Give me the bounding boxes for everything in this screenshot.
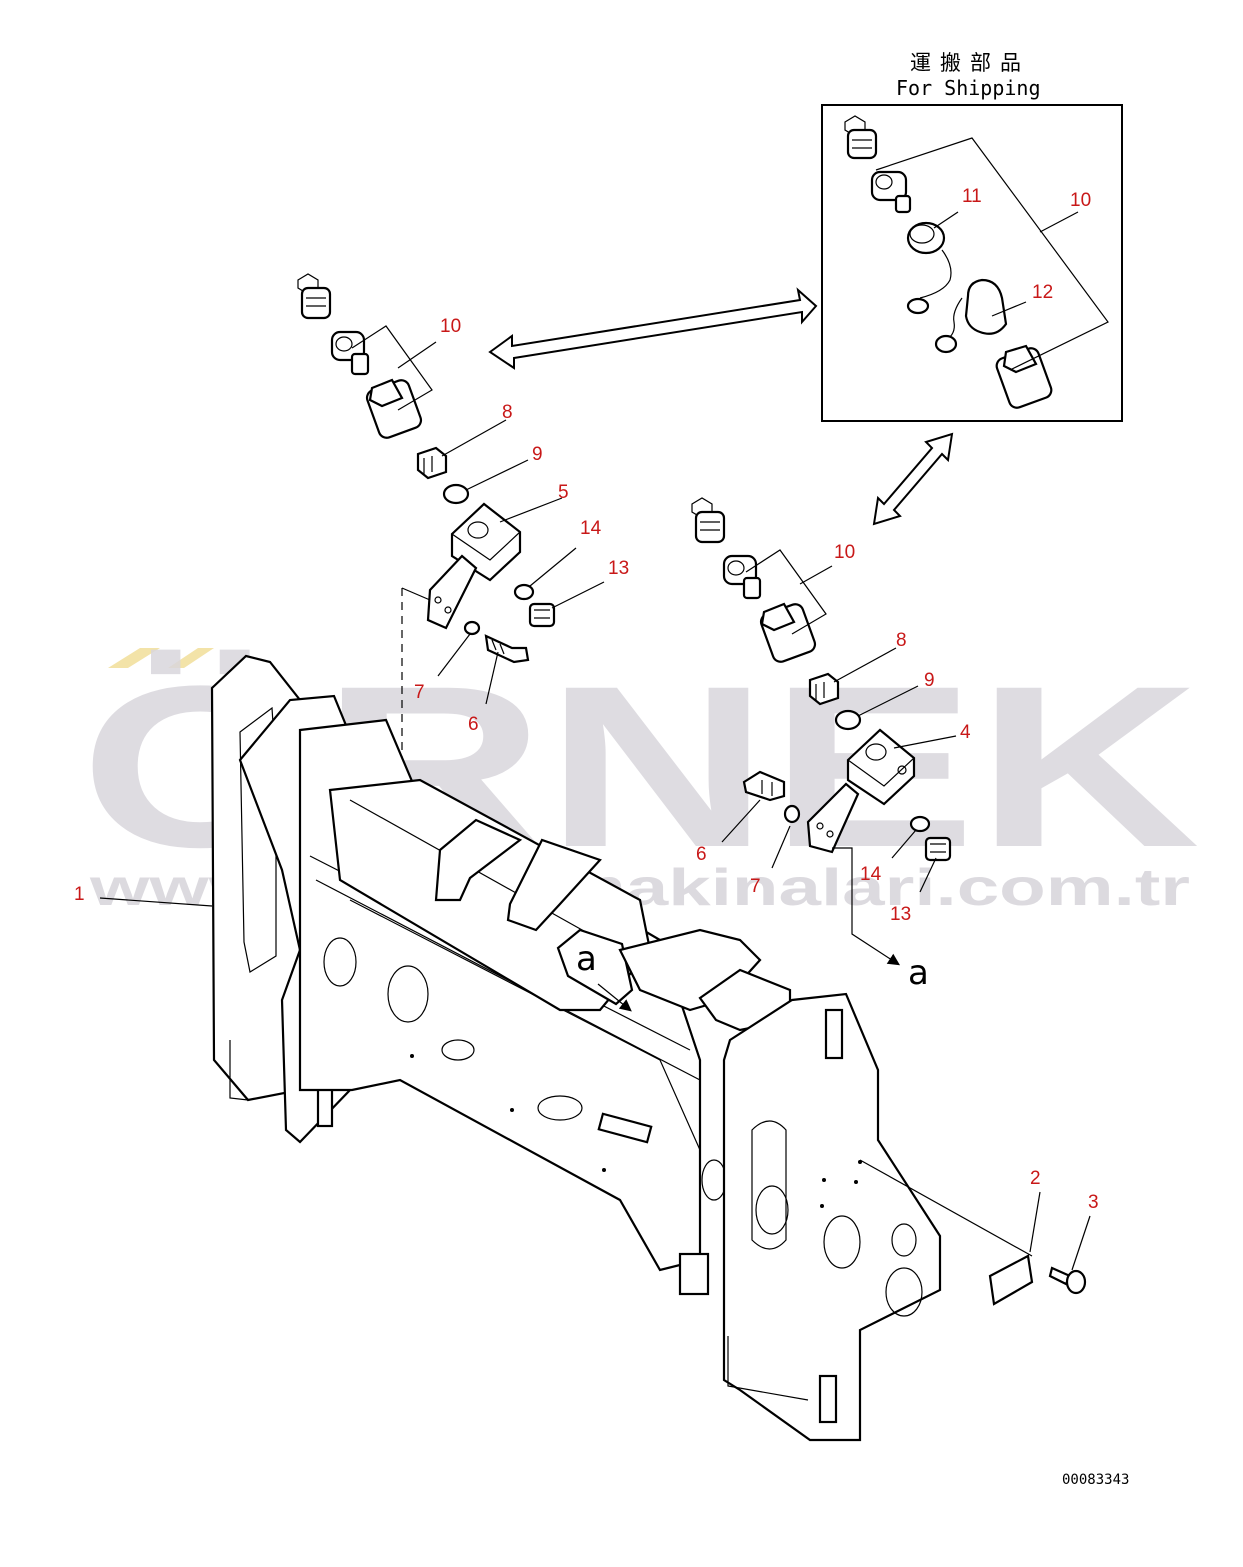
view-label-a-frame: a	[576, 939, 597, 979]
callout-2: 2	[1030, 1168, 1041, 1189]
callout-14-left: 14	[580, 518, 602, 539]
quick-coupler-frame	[210, 654, 942, 1442]
plug-left	[528, 602, 556, 628]
callout-10-box: 10	[1070, 190, 1091, 211]
quick-coupler-shipping	[870, 170, 912, 214]
callout-10-right: 10	[834, 542, 855, 563]
callout-1: 1	[74, 884, 85, 905]
bolt-left	[484, 634, 530, 664]
double-arrow-lower	[872, 432, 954, 526]
grease-nipple-right	[691, 497, 726, 544]
callout-6-left: 6	[468, 714, 479, 735]
callout-labels: 10 11 12 10 8 9 5 14 13 7 6 10 8 9 4 6 7…	[74, 186, 1099, 1213]
nameplate	[859, 1159, 1034, 1306]
adapter-left	[416, 446, 448, 480]
female-coupler-shipping	[995, 344, 1053, 409]
callout-5: 5	[558, 482, 569, 503]
callout-8-right: 8	[896, 630, 907, 651]
view-label-a-arrow: a	[908, 953, 929, 993]
callout-12: 12	[1032, 282, 1053, 303]
drawing-number: 00083343	[1062, 1472, 1129, 1488]
callout-11: 11	[962, 186, 982, 207]
callout-13-left: 13	[608, 558, 629, 579]
bolt-right	[742, 770, 786, 802]
shipping-box-frame	[821, 104, 1123, 422]
female-coupler-right	[759, 602, 817, 663]
callout-3: 3	[1088, 1192, 1099, 1213]
grease-nipple-left	[297, 273, 332, 320]
callout-7-left: 7	[414, 682, 425, 703]
plug-right	[924, 836, 952, 862]
watermark-accent-right	[168, 648, 214, 668]
female-coupler-left	[365, 378, 423, 439]
coupler-assembly-left	[297, 273, 605, 880]
callout-9-left: 9	[532, 444, 543, 465]
callout-6-right: 6	[696, 844, 707, 865]
double-arrow-upper	[488, 287, 818, 370]
grease-nipple-shipping	[844, 115, 878, 160]
callout-13-right: 13	[890, 904, 911, 925]
callout-9-right: 9	[924, 670, 935, 691]
shipping-title-en: For Shipping	[896, 76, 1041, 100]
male-coupler-left	[330, 330, 370, 376]
dust-cap-shipping	[906, 221, 952, 315]
callout-10-left: 10	[440, 316, 461, 337]
callout-7-right: 7	[750, 876, 761, 897]
callout-4: 4	[960, 722, 971, 743]
male-coupler-right	[722, 554, 762, 600]
shipping-title-jp: 運搬部品	[910, 51, 1030, 75]
valve-block-left	[426, 502, 522, 630]
plug-cap-shipping	[934, 278, 1008, 354]
callout-8-left: 8	[502, 402, 513, 423]
watermark-accent-left	[108, 648, 160, 668]
callout-14-right: 14	[860, 864, 882, 885]
rivet	[1048, 1266, 1087, 1295]
shipping-parts-group: 運搬部品 For Shipping	[821, 51, 1123, 422]
adapter-right	[808, 672, 840, 706]
valve-block-right	[806, 728, 916, 854]
coupler-assembly-right	[691, 497, 957, 966]
